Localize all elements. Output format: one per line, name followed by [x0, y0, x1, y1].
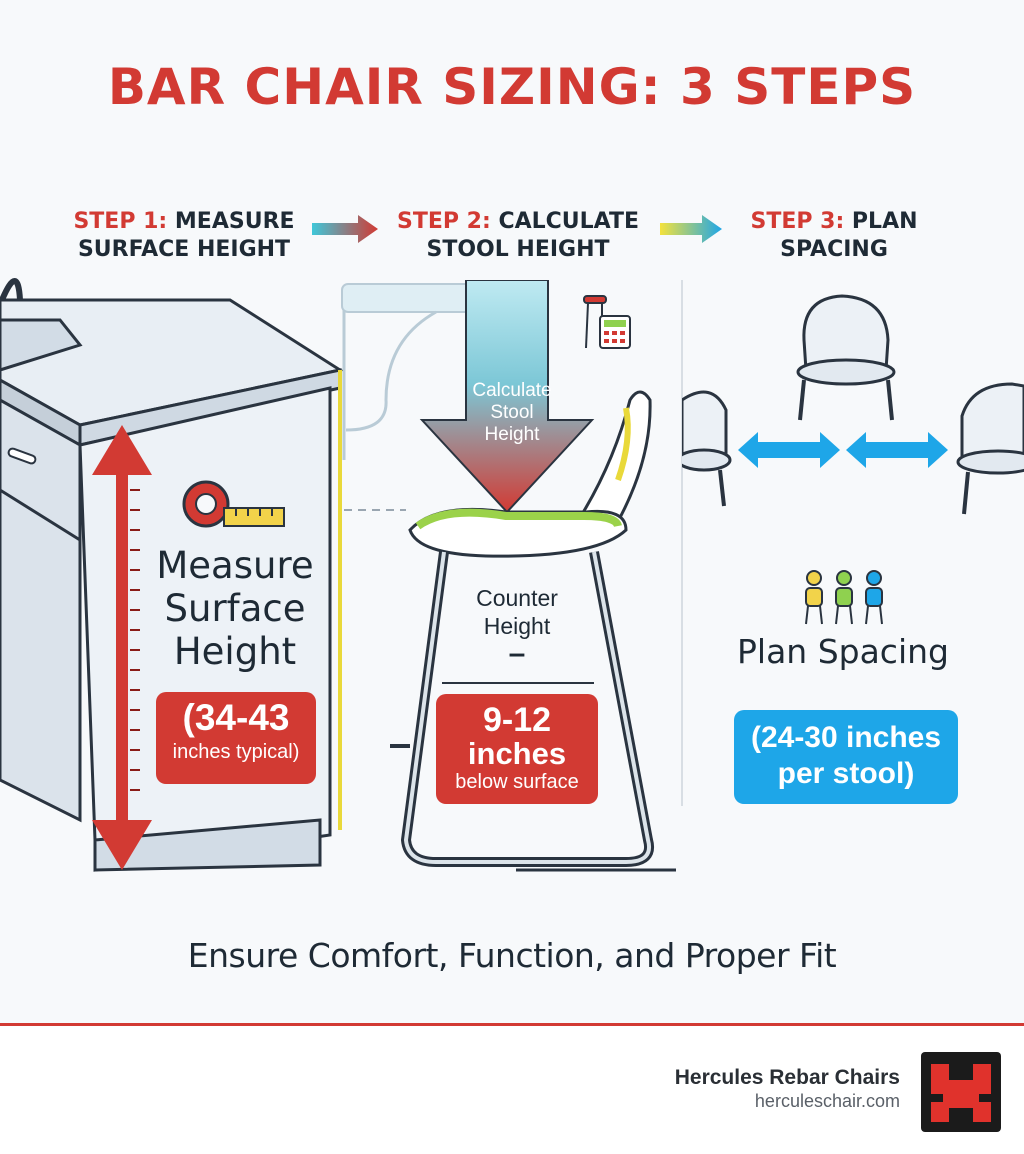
- calculator-icon: [583, 295, 631, 349]
- calculate-arrow-label: Calculate Stool Height: [452, 380, 572, 446]
- stool-illustration: [341, 280, 676, 872]
- counter-dash: –: [508, 637, 526, 670]
- step-3-number: STEP 3:: [750, 209, 845, 234]
- step-1-line2: SURFACE HEIGHT: [77, 237, 291, 262]
- tape-measure-icon: [182, 480, 285, 528]
- counter-line2: Height: [483, 613, 551, 639]
- step-1-number: STEP 1:: [73, 209, 168, 234]
- page-title: BAR CHAIR SIZING: 3 STEPS: [107, 58, 917, 116]
- stool-height-range: 9-12: [482, 701, 552, 739]
- measure-surface-heading: Measure Surface Height: [150, 544, 320, 673]
- step-2-line2: STOOL HEIGHT: [426, 237, 610, 262]
- step-1-header: STEP 1: MEASURE SURFACE HEIGHT: [62, 208, 306, 264]
- step-3-header: STEP 3: PLAN SPACING: [734, 208, 934, 264]
- stool-height-badge: 9-12 inches below surface: [436, 694, 598, 804]
- counter-height-label: Counter Height –: [442, 584, 592, 669]
- surface-height-badge: (34-43 inches typical): [156, 692, 316, 784]
- footer: [0, 1026, 1024, 1154]
- hercules-logo-icon: [921, 1052, 1001, 1132]
- step-2-number: STEP 2:: [396, 209, 491, 234]
- measure-heading-line1: Measure: [156, 544, 314, 587]
- calc-arrow-line3: Height: [484, 424, 540, 445]
- spacing-chairs-illustration: [682, 294, 1024, 515]
- people-icon: [805, 570, 883, 625]
- tagline: Ensure Comfort, Function, and Proper Fit: [187, 936, 837, 975]
- panel-divider: [681, 280, 683, 806]
- calc-arrow-line1: Calculate: [472, 380, 552, 401]
- plan-spacing-heading: Plan Spacing: [737, 632, 949, 671]
- stool-height-note: below surface: [455, 771, 579, 793]
- step-1-line1: MEASURE: [174, 209, 295, 234]
- spacing-badge: (24-30 inches per stool): [734, 710, 958, 804]
- measure-heading-line3: Height: [173, 630, 297, 673]
- step-2-header: STEP 2: CALCULATE STOOL HEIGHT: [380, 208, 656, 264]
- counter-divider: [442, 682, 594, 684]
- step-arrow-2-icon: [660, 215, 722, 243]
- footer-divider: [0, 1023, 1024, 1026]
- spacing-range: (24-30 inches: [750, 721, 942, 754]
- surface-height-range: (34-43: [182, 697, 290, 738]
- counter-line1: Counter: [476, 585, 558, 611]
- brand-name: Hercules Rebar Chairs: [674, 1066, 900, 1089]
- surface-height-note: inches typical): [172, 741, 300, 763]
- calc-arrow-line2: Stool: [490, 402, 534, 423]
- step-3-line1: PLAN: [851, 209, 918, 234]
- brand-url[interactable]: herculeschair.com: [754, 1091, 900, 1111]
- step-3-line2: SPACING: [780, 237, 888, 262]
- step-arrow-1-icon: [312, 215, 378, 243]
- step-2-line1: CALCULATE: [498, 209, 640, 234]
- measure-heading-line2: Surface: [164, 587, 306, 630]
- spacing-unit: per stool): [777, 757, 915, 790]
- stool-height-unit: inches: [467, 736, 567, 771]
